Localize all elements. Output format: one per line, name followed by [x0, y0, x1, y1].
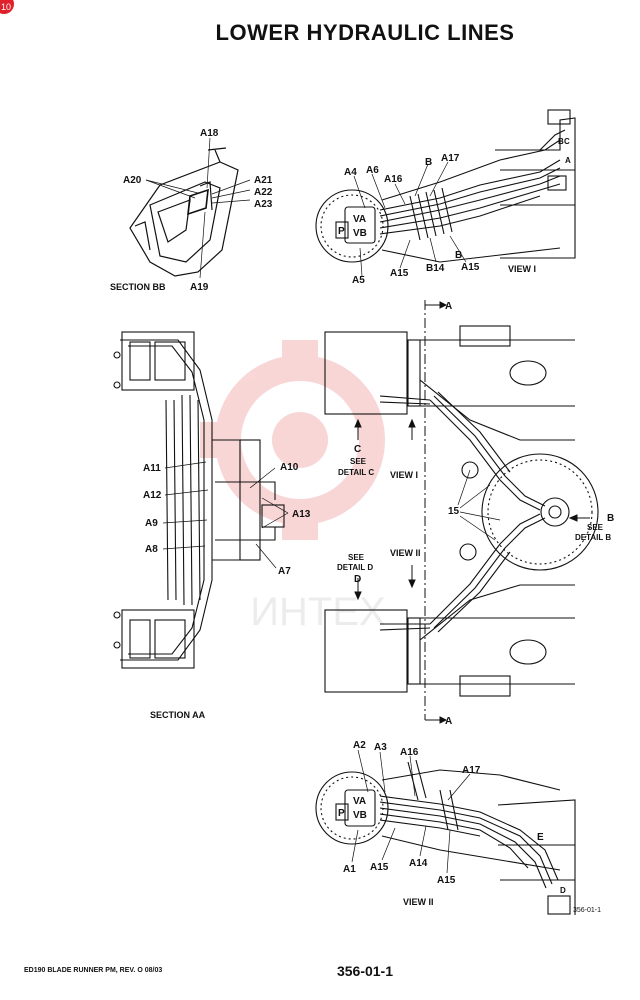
section-aa-caption: SECTION AA [150, 710, 206, 720]
label-a9: A9 [145, 518, 158, 529]
label-view-ii-d: D [560, 886, 566, 895]
section-aa-leaders [162, 461, 289, 569]
section-mark-a-bottom: A [445, 716, 452, 727]
label-vb-view-i: VB [353, 228, 367, 239]
label-a6: A6 [366, 165, 379, 176]
label-a13: A13 [292, 509, 311, 520]
label-view-i-b-bottom: B [455, 250, 462, 261]
label-a2: A2 [353, 740, 366, 751]
main-plan-leaders [457, 469, 501, 541]
label-view-i-a: A [565, 156, 571, 165]
section-bb-drawing [129, 147, 239, 277]
label-detail-c-letter: C [354, 444, 361, 455]
label-a16-view-ii: A16 [400, 747, 419, 758]
label-vb-view-ii: VB [353, 810, 367, 821]
section-bb-leaders [145, 137, 251, 279]
label-view-ii-e: E [537, 832, 544, 843]
label-view-i-b-top: B [425, 157, 432, 168]
label-a21: A21 [254, 175, 273, 186]
label-detail-b-letter: B [607, 513, 614, 524]
label-a16-view-i: A16 [384, 174, 403, 185]
section-bb-caption: SECTION BB [110, 282, 166, 292]
label-p-view-i: P [338, 226, 345, 237]
label-a7: A7 [278, 566, 291, 577]
view-i-leaders [353, 161, 467, 277]
label-detail-c: DETAIL C [338, 468, 374, 477]
figure-reference: 356-01-1 [573, 907, 602, 914]
label-a5: A5 [352, 275, 365, 286]
label-view-i-c: C [564, 137, 570, 146]
watermark-text: ИНТЕХ [250, 590, 385, 634]
label-a15-view-i-right: A15 [461, 262, 480, 273]
label-a15-view-i-left: A15 [390, 268, 409, 279]
view-ii-caption: VIEW II [403, 897, 434, 907]
section-mark-a-top: A [445, 301, 452, 312]
label-a18: A18 [200, 128, 219, 139]
label-a20: A20 [123, 175, 142, 186]
view-i-drawing [315, 109, 576, 263]
label-view-i-b-right: B [558, 137, 564, 146]
label-detail-d: DETAIL D [337, 563, 373, 572]
label-a22: A22 [254, 187, 273, 198]
section-aa-drawing [113, 331, 285, 669]
label-a14: A14 [409, 858, 428, 869]
page-title: LOWER HYDRAULIC LINES [215, 20, 515, 45]
label-see-d: SEE [348, 553, 365, 562]
label-a4: A4 [344, 167, 357, 178]
label-a19: A19 [190, 282, 209, 293]
label-a3: A3 [374, 742, 387, 753]
label-a17-view-ii: A17 [462, 765, 481, 776]
label-detail-b: DETAIL B [575, 533, 611, 542]
label-va-view-ii: VA [353, 796, 366, 807]
section-line-a [354, 300, 590, 724]
view-i-caption: VIEW I [508, 264, 536, 274]
view-ii-leaders [351, 749, 471, 874]
label-detail-d-letter: D [354, 574, 361, 585]
label-a15-view-ii-right: A15 [437, 875, 456, 886]
label-a23: A23 [254, 199, 273, 210]
label-see-b: SEE [587, 523, 604, 532]
view-ii-drawing [315, 759, 576, 915]
label-va-view-i: VA [353, 214, 366, 225]
label-a11: A11 [143, 463, 161, 474]
footer-page-number: 356-01-1 [336, 963, 394, 979]
label-view-ii-arrow: VIEW II [390, 548, 421, 558]
label-15: 15 [448, 506, 460, 517]
page-marker-badge: 10 [0, 0, 14, 14]
label-view-i-arrow: VIEW I [390, 470, 418, 480]
label-p-view-ii: P [338, 808, 345, 819]
main-plan-drawing [324, 325, 599, 697]
label-a17-view-i: A17 [441, 153, 460, 164]
label-b14: B14 [426, 263, 445, 274]
label-a8: A8 [145, 544, 158, 555]
label-see-c: SEE [350, 457, 367, 466]
label-a1: A1 [343, 864, 356, 875]
footer-document-id: ED190 BLADE RUNNER PM, REV. O 08/03 [24, 967, 163, 974]
label-a12: A12 [143, 490, 162, 501]
label-a15-view-ii-left: A15 [370, 862, 389, 873]
label-a10: A10 [280, 462, 299, 473]
